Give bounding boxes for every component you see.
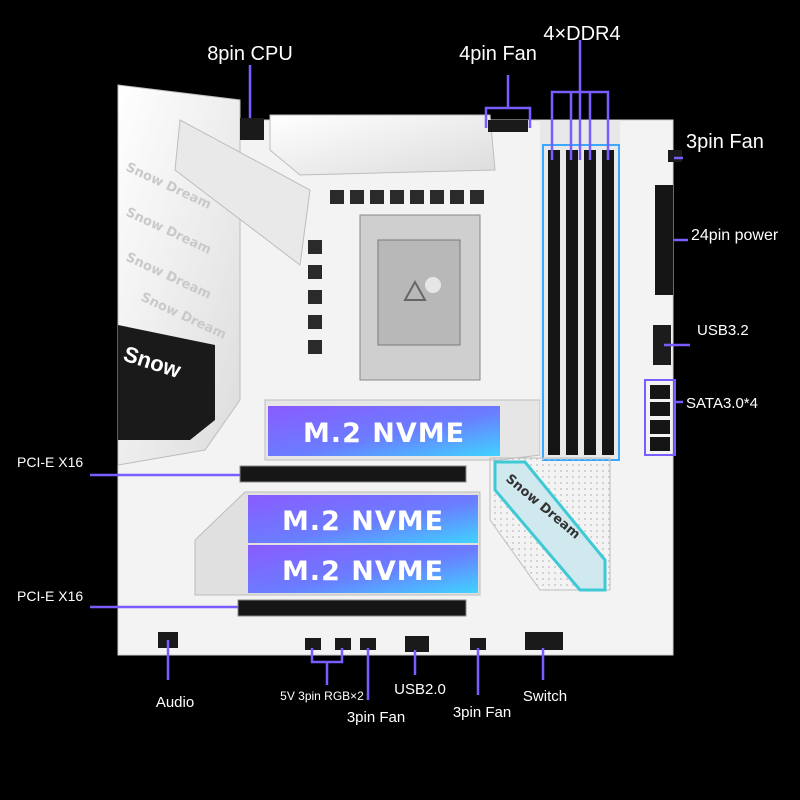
- label-sata: SATA3.0*4: [686, 395, 758, 412]
- label-ddr: 4×DDR4: [543, 23, 620, 45]
- label-switch: Switch: [523, 688, 567, 705]
- switch-header[interactable]: [525, 632, 563, 650]
- usb32-header[interactable]: [653, 325, 671, 365]
- m2-slot-3[interactable]: [248, 545, 478, 593]
- label-usb20: USB2.0: [394, 681, 446, 698]
- ddr-slot-2[interactable]: [566, 150, 578, 455]
- m2-slot-1[interactable]: [268, 406, 500, 456]
- label-atx-power: 24pin power: [691, 227, 779, 244]
- label-audio: Audio: [156, 694, 194, 711]
- sata-highlight-frame: [644, 379, 676, 456]
- label-fan-bottom-left: 3pin Fan: [347, 709, 405, 726]
- sata-port-3[interactable]: [650, 420, 670, 434]
- label-pcie-top: PCI-E X16: [17, 454, 83, 470]
- sata-port-4[interactable]: [650, 437, 670, 451]
- label-cpu-power: 8pin CPU: [207, 43, 293, 65]
- label-usb32: USB3.2: [697, 322, 749, 339]
- sata-port-2[interactable]: [650, 402, 670, 416]
- ddr-slot-4[interactable]: [602, 150, 614, 455]
- m2-slot-1-label: M.2 NVME: [303, 418, 465, 449]
- vrm-chokes: [308, 190, 484, 354]
- m2-slot-3-label: M.2 NVME: [282, 556, 444, 587]
- cpu-power-connector[interactable]: [240, 118, 264, 140]
- ddr-slot-3[interactable]: [584, 150, 596, 455]
- pcie-slot-2[interactable]: [237, 599, 467, 617]
- label-fan-bottom-mid: 3pin Fan: [453, 704, 511, 721]
- fan-header-right[interactable]: [668, 150, 682, 162]
- m2-slot-2-label: M.2 NVME: [282, 506, 444, 537]
- warning-triangle-icon: [403, 279, 427, 301]
- fan-header-bottom-left[interactable]: [360, 638, 376, 650]
- rgb-header-2[interactable]: [335, 638, 351, 650]
- label-fan-top: 4pin Fan: [459, 43, 537, 65]
- chipset-badge: [493, 460, 607, 592]
- usb20-header[interactable]: [405, 636, 429, 652]
- label-fan-right: 3pin Fan: [686, 131, 764, 153]
- m2-slot-2[interactable]: [248, 495, 478, 543]
- label-pcie-bottom: PCI-E X16: [17, 588, 83, 604]
- fan-header-bottom-mid[interactable]: [470, 638, 486, 650]
- label-rgb: 5V 3pin RGB×2: [280, 689, 364, 703]
- sata-port-1[interactable]: [650, 385, 670, 399]
- pcie-slot-1[interactable]: [239, 465, 467, 483]
- atx-power-connector[interactable]: [655, 185, 673, 295]
- heatsink-logo-plate: [118, 325, 215, 440]
- socket-logo-icon: [425, 277, 441, 293]
- cpu-socket-cover: [377, 239, 461, 346]
- fan-header-top[interactable]: [488, 120, 528, 132]
- vrm-heatsink-stripes: [174, 119, 311, 266]
- callout-lines: [90, 40, 690, 700]
- vrm-heatsink-top: [269, 114, 496, 176]
- ddr-slot-1[interactable]: [548, 150, 560, 455]
- rgb-header-1[interactable]: [305, 638, 321, 650]
